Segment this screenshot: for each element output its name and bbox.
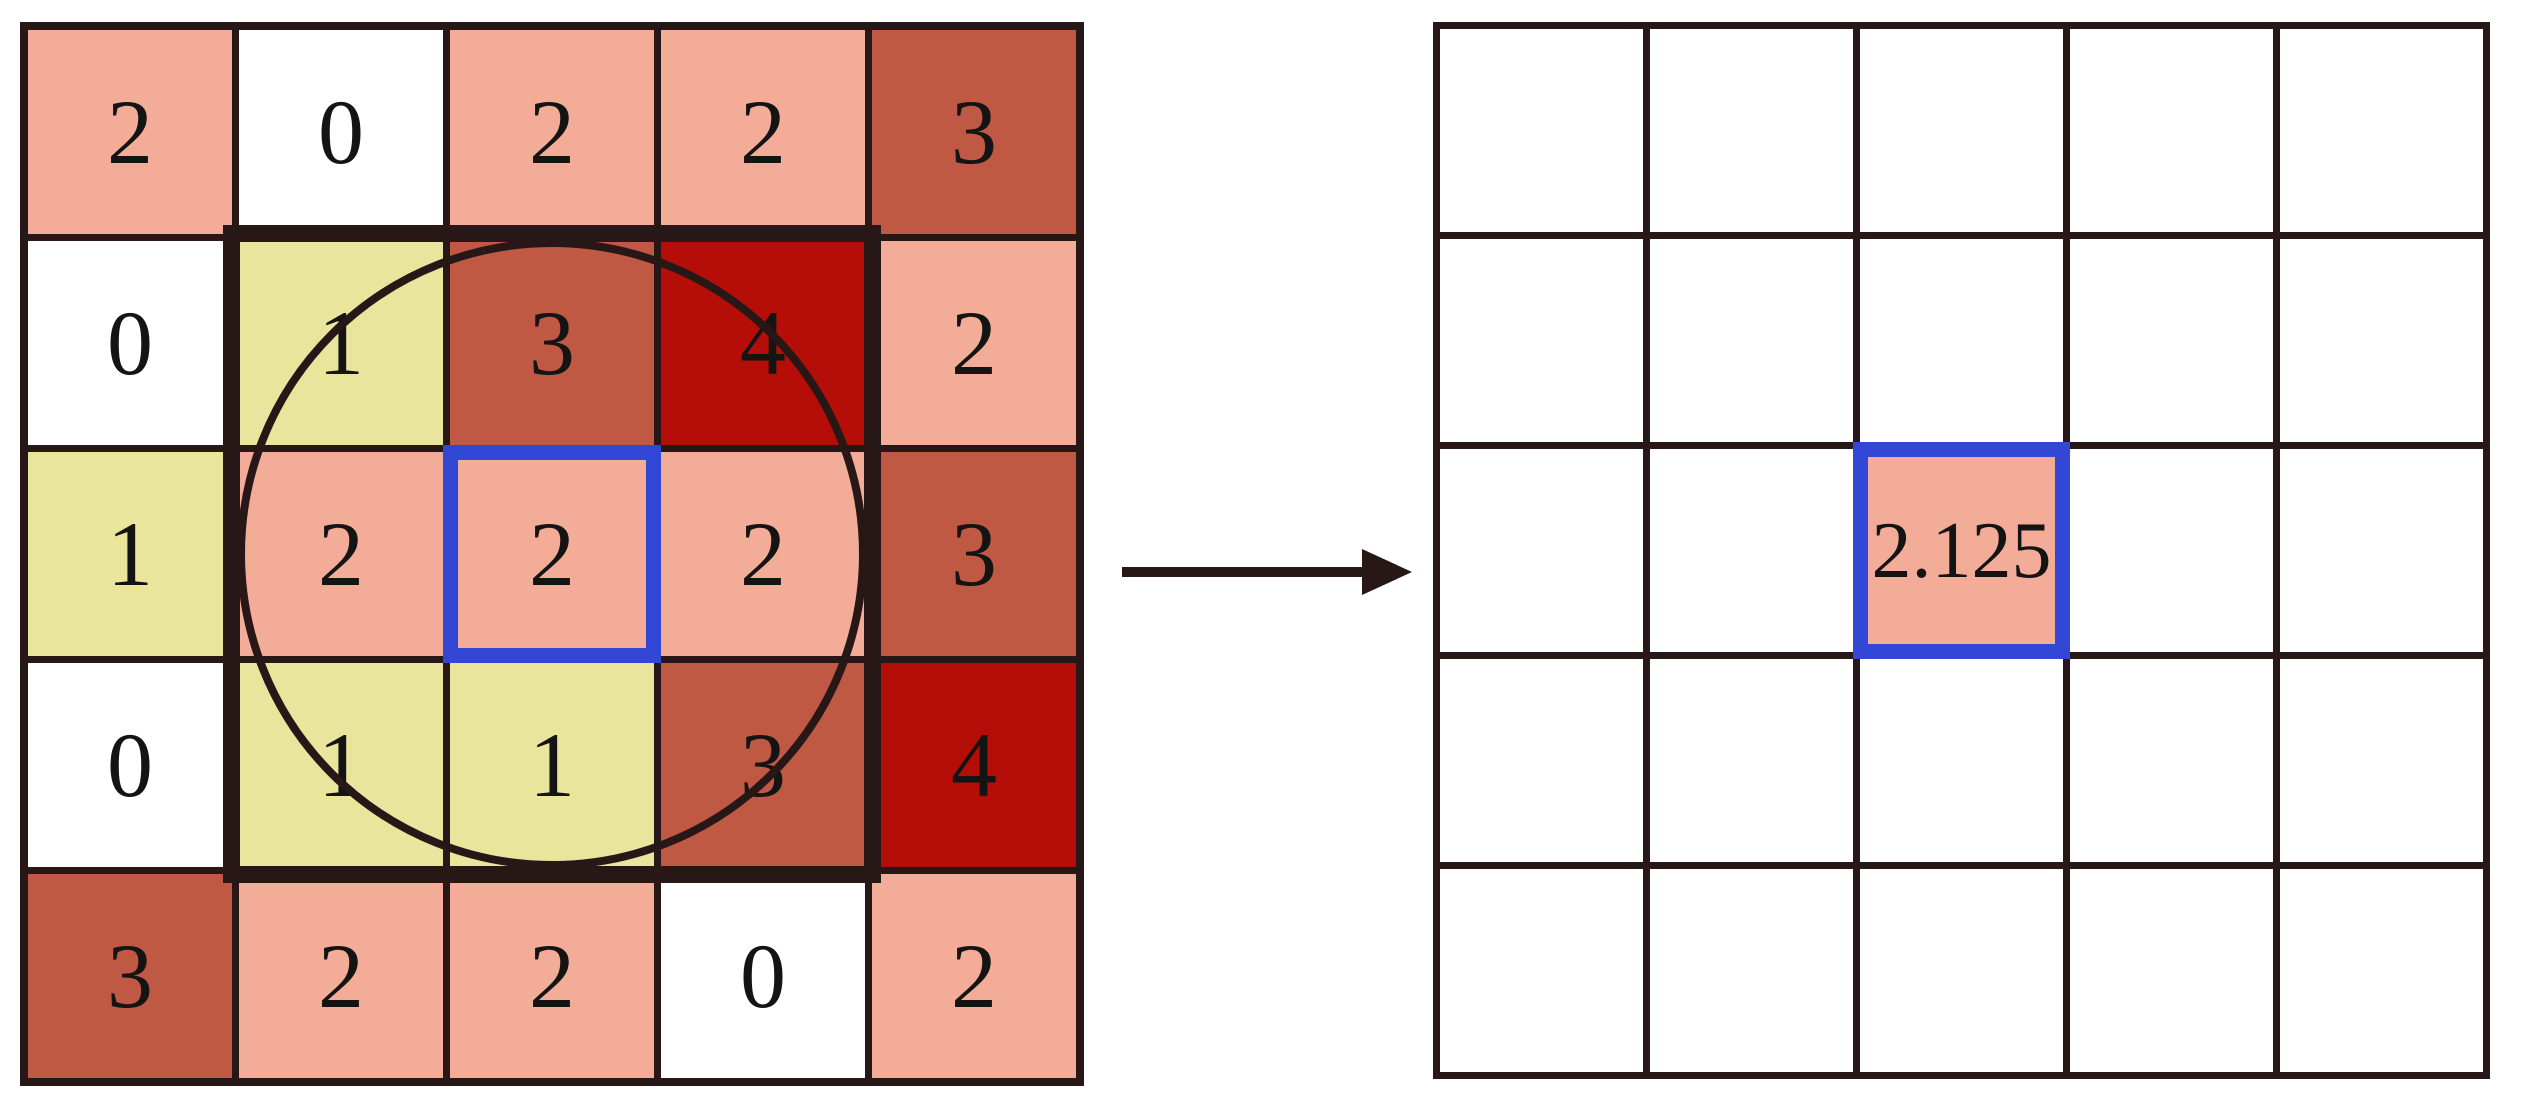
output-cell-r1-c3 — [1860, 29, 2063, 232]
output-cell-r4-c4 — [2070, 659, 2273, 862]
input-cell-r2-c3: 3 — [450, 241, 654, 445]
output-cell-r2-c5 — [2280, 239, 2483, 442]
output-grid: 2.125 — [1433, 22, 2490, 1079]
input-cell-r5-c2: 2 — [239, 874, 443, 1078]
input-cell-r4-c4: 3 — [661, 663, 865, 867]
input-cell-r1-c4: 2 — [661, 30, 865, 234]
input-cell-r5-c3: 2 — [450, 874, 654, 1078]
output-cell-r5-c3 — [1860, 869, 2063, 1072]
output-cell-r1-c4 — [2070, 29, 2273, 232]
input-cell-r1-c2: 0 — [239, 30, 443, 234]
output-cell-r4-c1 — [1440, 659, 1643, 862]
output-cell-r1-c5 — [2280, 29, 2483, 232]
input-cell-r4-c3: 1 — [450, 663, 654, 867]
input-cell-r2-c5: 2 — [872, 241, 1076, 445]
output-cell-r3-c2 — [1650, 449, 1853, 652]
output-cell-r2-c3 — [1860, 239, 2063, 442]
input-cell-r3-c5: 3 — [872, 452, 1076, 656]
result-cell: 2.125 — [1860, 449, 2063, 652]
output-cell-r5-c4 — [2070, 869, 2273, 1072]
output-cell-r4-c2 — [1650, 659, 1853, 862]
output-cell-r1-c1 — [1440, 29, 1643, 232]
output-cell-r5-c1 — [1440, 869, 1643, 1072]
input-cell-r5-c4: 0 — [661, 874, 865, 1078]
input-cell-r1-c3: 2 — [450, 30, 654, 234]
input-cell-r2-c2: 1 — [239, 241, 443, 445]
arrow-right-icon — [1112, 536, 1416, 608]
input-cell-r1-c5: 3 — [872, 30, 1076, 234]
input-cell-r1-c1: 2 — [28, 30, 232, 234]
input-cell-r5-c5: 2 — [872, 874, 1076, 1078]
output-cell-r3-c1 — [1440, 449, 1643, 652]
output-cell-r5-c2 — [1650, 869, 1853, 1072]
output-cell-r2-c4 — [2070, 239, 2273, 442]
input-cell-r2-c4: 4 — [661, 241, 865, 445]
input-cell-r4-c1: 0 — [28, 663, 232, 867]
input-cell-r4-c5: 4 — [872, 663, 1076, 867]
output-cell-r1-c2 — [1650, 29, 1853, 232]
input-cell-r3-c2: 2 — [239, 452, 443, 656]
output-cell-r2-c2 — [1650, 239, 1853, 442]
input-cell-r3-c1: 1 — [28, 452, 232, 656]
output-cell-r3-c5 — [2280, 449, 2483, 652]
input-cell-r4-c2: 1 — [239, 663, 443, 867]
output-cell-r5-c5 — [2280, 869, 2483, 1072]
input-cell-r3-c4: 2 — [661, 452, 865, 656]
input-cell-r3-c3: 2 — [450, 452, 654, 656]
output-cell-r4-c5 — [2280, 659, 2483, 862]
output-cell-r4-c3 — [1860, 659, 2063, 862]
input-cell-r5-c1: 3 — [28, 874, 232, 1078]
input-cell-r2-c1: 0 — [28, 241, 232, 445]
output-cell-r2-c1 — [1440, 239, 1643, 442]
output-cell-r3-c4 — [2070, 449, 2273, 652]
